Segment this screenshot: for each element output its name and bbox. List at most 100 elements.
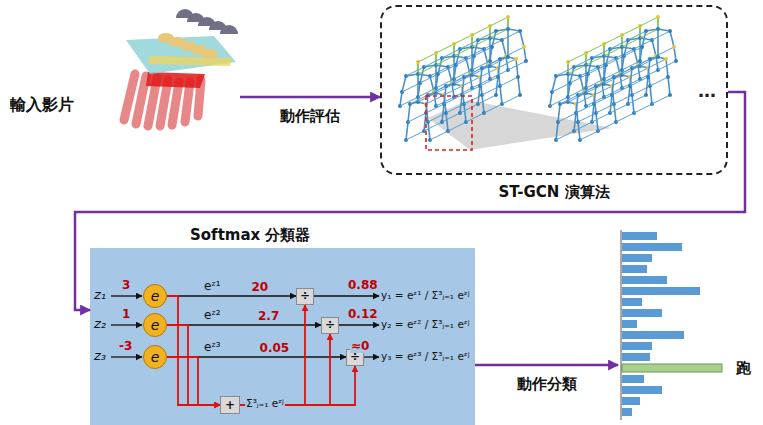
temporal-edge [650,77,668,86]
joint-dot [490,45,494,49]
joint-dot [498,57,502,61]
connector [167,325,220,405]
skeleton-bone [438,58,442,74]
skeleton-bone [646,77,648,95]
output-wire [339,324,379,325]
skeleton-bone [400,92,402,106]
joint-dot [516,75,520,79]
input-value: 1 [121,307,131,321]
joint-dot [494,93,498,97]
skeleton-bone [670,31,674,47]
skeleton-bone [428,122,430,140]
temporal-edge [604,35,622,44]
joint [202,49,218,59]
temporal-edge [436,56,454,65]
temporal-edge [490,17,508,26]
cap [220,25,238,34]
temporal-edge [460,40,478,49]
class-bar [622,232,657,240]
temporal-edge [586,56,604,65]
joint-dot [524,59,528,63]
skeleton-bone [574,113,576,131]
connector [240,305,305,405]
skeleton-bone [624,40,628,56]
joint-dot [644,29,648,33]
temporal-edge [616,113,634,122]
class-bar [622,408,632,416]
temporal-edge [604,47,622,56]
softmax-formula: y₃ = eᶻ³ / Σ³ⱼ₌₁ eᶻʲ [381,350,470,363]
input-wire [111,324,142,325]
skeleton-bone [578,122,580,140]
class-bar [622,309,662,317]
temporal-edge [624,47,642,56]
temporal-edge [430,131,448,140]
divide-box: ÷ [296,288,314,305]
skeleton-bone [460,95,462,113]
skeleton-bone [570,67,574,83]
node-label: ST-GCN 演算法 [498,183,609,201]
input-name: z₃ [94,348,106,364]
skeleton-bone [456,49,460,65]
softmax-formula: y₂ = eᶻ² / Σ³ⱼ₌₁ eᶻʲ [381,318,470,331]
node-label: 輸入影片 [10,95,74,114]
input-wire [111,356,142,357]
finger [136,76,146,124]
temporal-edge [444,95,462,104]
skeleton-bone [556,122,558,140]
joint-dot [514,57,518,61]
skeleton-bone [492,31,496,47]
joint-dot [644,93,648,97]
input-wire [111,295,142,296]
temporal-edge [652,31,670,40]
class-bar [622,386,662,394]
temporal-edge [568,53,586,62]
class-bar [622,331,684,339]
joint-dot [672,45,676,49]
joint-dot [518,29,522,33]
skeleton-bone [520,31,524,47]
input-video: 輸入影片 [8,5,240,130]
temporal-edge [622,26,640,35]
temporal-edge [508,61,526,70]
temporal-edge [418,53,436,62]
temporal-edge [556,67,574,76]
skeleton-bone [610,95,612,113]
hand-highlight [146,72,205,88]
temporal-edge [630,77,648,86]
skeleton-bone [408,104,410,122]
input-value: 3 [121,278,131,292]
temporal-edge [436,44,454,53]
temporal-edge [454,35,472,44]
joint-dot [666,75,670,79]
class-bar [622,342,652,350]
node-label: e [151,288,160,305]
skeleton-bone [606,49,610,65]
finger [185,82,190,122]
temporal-edge [558,113,576,122]
temporal-edge [556,131,574,140]
connector [240,334,330,405]
class-bar [622,298,642,306]
class-bar [622,320,637,328]
temporal-edge [500,77,518,86]
temporal-edge [466,113,484,122]
st-gcn-graphs [398,15,678,150]
temporal-edge [502,31,520,40]
temporal-edge [502,95,520,104]
skeleton-bone [668,77,670,95]
skeleton-bone [420,67,424,83]
finger [124,74,135,120]
temporal-edge [610,40,628,49]
temporal-edge [482,59,500,68]
bar-chart [621,230,722,420]
class-bar [622,353,650,361]
joint-dot [656,27,660,31]
skeleton-bone [418,83,420,97]
palm-shape [126,36,236,74]
skeleton-bone [632,95,634,113]
temporal-edge [574,58,592,67]
skeleton-bone [442,104,444,122]
joint-dot [646,75,650,79]
temporal-edge [622,38,640,47]
